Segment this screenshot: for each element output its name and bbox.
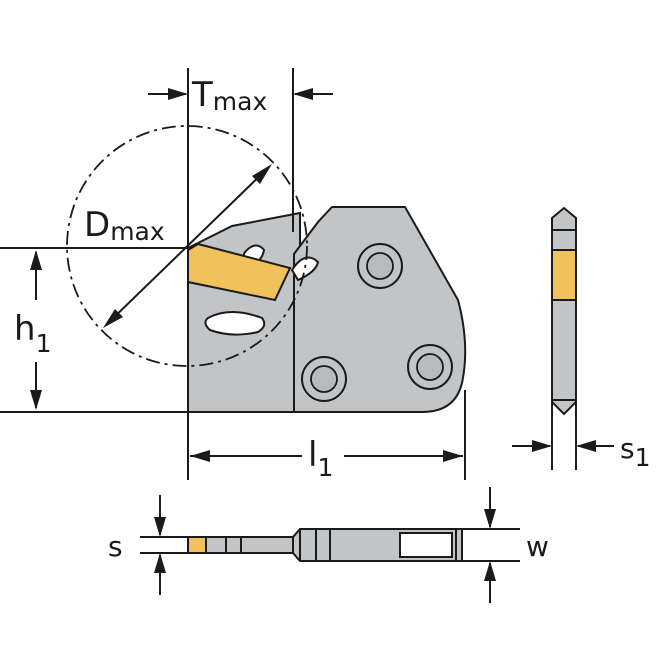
label-h1: h1	[14, 309, 51, 358]
top-view-insert	[187, 536, 207, 554]
w-arrow-bottom	[484, 561, 496, 581]
s-arrow-bottom	[154, 553, 166, 573]
tmax-arrow-left	[168, 88, 188, 100]
label-tmax: Tmax	[191, 75, 267, 116]
side-view-insert	[551, 249, 577, 301]
holder-slot-lower	[204, 311, 266, 336]
label-dmax: Dmax	[84, 205, 165, 246]
w-arrow-top	[484, 509, 496, 529]
holder-slot-small	[290, 256, 320, 282]
label-l1: l1	[308, 435, 333, 482]
s1-arrow-right	[576, 440, 596, 452]
s-arrow-top	[154, 517, 166, 537]
h1-arrow-top	[30, 250, 42, 270]
dmax-arrow-bottom	[103, 309, 123, 328]
s1-arrow-left	[532, 440, 552, 452]
tmax-arrow-right	[293, 88, 313, 100]
side-view	[512, 206, 614, 470]
side-view-body	[551, 206, 577, 416]
h1-arrow-bottom	[30, 390, 42, 410]
top-view-pocket	[399, 532, 453, 558]
dmax-arrow-top	[252, 164, 272, 184]
main-view	[0, 68, 467, 480]
l1-arrow-left	[190, 450, 210, 462]
top-view	[140, 487, 520, 603]
screw-top	[357, 243, 403, 289]
screw-bottom-left	[301, 356, 347, 402]
label-w: w	[526, 530, 549, 563]
label-s1: s1	[620, 432, 651, 472]
label-s: s	[108, 530, 123, 563]
dmax-circle	[66, 125, 308, 367]
screw-bottom-right	[407, 344, 453, 390]
l1-arrow-right	[443, 450, 463, 462]
